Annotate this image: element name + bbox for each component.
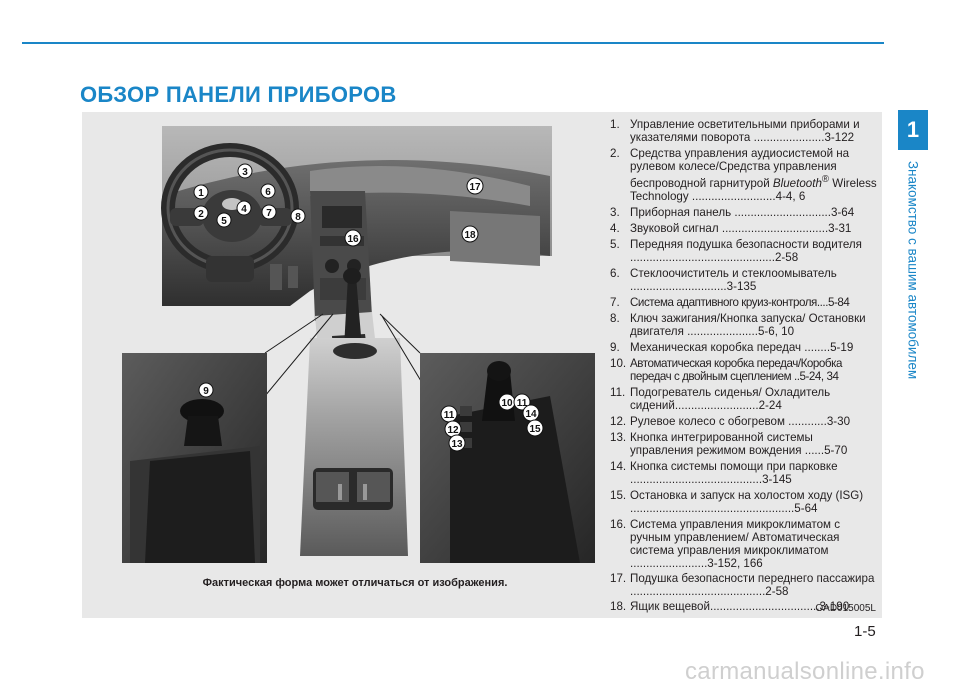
legend-item: 3.Приборная панель .....................… <box>610 205 855 219</box>
callout-16[interactable]: 16 <box>344 229 362 247</box>
callout-10[interactable]: 10 <box>498 393 516 411</box>
svg-text:6: 6 <box>265 187 271 198</box>
figure-caption: Фактическая форма может отличаться от из… <box>202 577 508 589</box>
chapter-tab[interactable]: 1 <box>898 110 928 150</box>
legend-item: 10.Автоматическая коробка передач/Коробк… <box>610 356 842 383</box>
legend-item: 5.Передняя подушка безопасности водителя… <box>610 237 862 264</box>
callout-15[interactable]: 15 <box>526 419 544 437</box>
legend-item: 15.Остановка и запуск на холостом ходу (… <box>610 488 864 515</box>
page-number: 1-5 <box>854 623 876 640</box>
legend-item: 7.Система адаптивного круиз-контроля....… <box>610 295 850 309</box>
svg-text:11: 11 <box>444 410 455 421</box>
svg-text:8: 8 <box>295 212 301 223</box>
callout-12[interactable]: 12 <box>444 420 462 438</box>
callout-9[interactable]: 9 <box>198 382 214 398</box>
watermark: carmanualsonline.info <box>685 658 925 685</box>
legend-item: 13.Кнопка интегрированной системы управл… <box>610 430 848 457</box>
svg-text:1: 1 <box>198 188 204 199</box>
legend-item: 14.Кнопка системы помощи при парковке ..… <box>610 459 838 486</box>
svg-text:7: 7 <box>266 208 272 219</box>
callout-7[interactable]: 7 <box>261 204 277 220</box>
legend-item: 6.Стеклоочиститель и стеклоомыватель ...… <box>610 266 837 293</box>
callout-1[interactable]: 1 <box>193 184 209 200</box>
legend-item: 11.Подогреватель сиденья/ Охладитель сид… <box>610 385 831 412</box>
chapter-title: Знакомство с вашим автомобилем <box>905 160 921 380</box>
legend-item: 12.Рулевое колесо с обогревом ..........… <box>610 414 851 428</box>
callout-8[interactable]: 8 <box>290 208 306 224</box>
legend-item: 17.Подушка безопасности переднего пассаж… <box>610 571 875 598</box>
svg-text:15: 15 <box>529 424 541 435</box>
svg-text:9: 9 <box>203 386 209 397</box>
svg-text:10: 10 <box>501 398 513 409</box>
svg-text:11: 11 <box>517 398 528 409</box>
callout-5[interactable]: 5 <box>216 212 232 228</box>
legend-item: 16.Система управления микроклиматом с ру… <box>610 517 841 570</box>
header-rule <box>22 42 884 44</box>
svg-text:18: 18 <box>464 230 476 241</box>
legend-item: 8.Ключ зажигания/Кнопка запуска/ Останов… <box>610 311 866 338</box>
center-console <box>300 338 408 556</box>
callouts: 1 2 3 4 5 6 7 8 16 17 18 9 10 11 11 12 1… <box>193 163 544 452</box>
legend-list: 1.Управление осветительными приборами и … <box>610 118 878 615</box>
legend-item: 9.Механическая коробка передач ........5… <box>610 340 854 354</box>
callout-11-auto-left[interactable]: 11 <box>440 405 458 423</box>
steering-wheel <box>161 143 299 282</box>
svg-text:17: 17 <box>469 182 481 193</box>
page-title: ОБЗОР ПАНЕЛИ ПРИБОРОВ <box>80 82 397 107</box>
callout-14[interactable]: 14 <box>522 404 540 422</box>
svg-text:3: 3 <box>242 167 248 178</box>
legend-item: 4.Звуковой сигнал ......................… <box>610 221 852 235</box>
callout-18[interactable]: 18 <box>461 225 479 243</box>
svg-text:14: 14 <box>525 409 537 420</box>
svg-text:2: 2 <box>198 209 204 220</box>
svg-text:13: 13 <box>451 439 463 450</box>
callout-4[interactable]: 4 <box>236 200 252 216</box>
svg-text:5: 5 <box>221 216 227 227</box>
svg-text:4: 4 <box>241 204 247 215</box>
svg-text:12: 12 <box>447 425 459 436</box>
image-code: OAD015005L <box>815 603 876 614</box>
callout-2[interactable]: 2 <box>193 205 209 221</box>
callout-3[interactable]: 3 <box>237 163 253 179</box>
callout-11-auto-top[interactable]: 11 <box>513 393 531 411</box>
svg-text:16: 16 <box>347 234 359 245</box>
legend-item: 1.Управление осветительными приборами и … <box>610 118 860 144</box>
legend-item: 18.Ящик вещевой.........................… <box>610 599 850 613</box>
dashboard-illustration: 1 2 3 4 5 6 7 8 16 17 18 9 10 11 11 12 1… <box>122 126 595 563</box>
legend-item: 2.Средства управления аудиосистемой на р… <box>610 147 877 203</box>
callout-17[interactable]: 17 <box>466 177 484 195</box>
callout-6[interactable]: 6 <box>260 183 276 199</box>
callout-13[interactable]: 13 <box>448 434 466 452</box>
